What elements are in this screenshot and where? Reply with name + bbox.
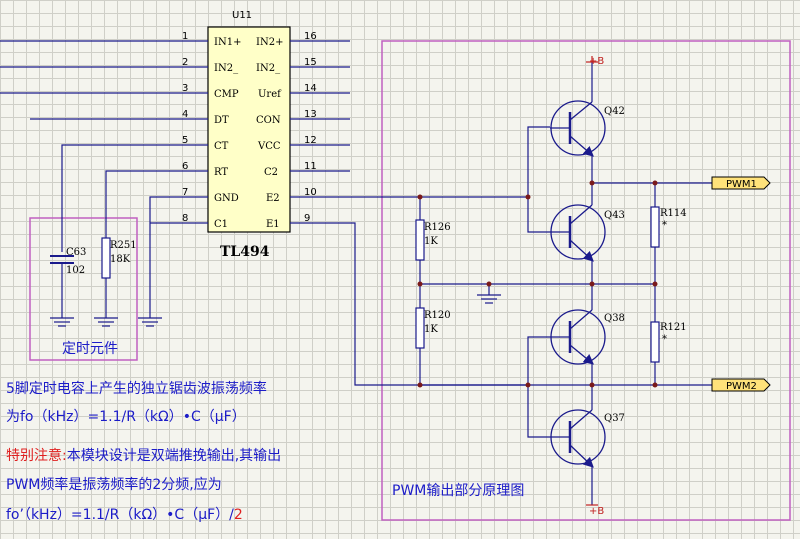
timing-components-box: [29, 217, 138, 361]
note-line-2: 为fo（kHz）=1.1/R（kΩ）•C（μF）: [6, 409, 246, 425]
timing-capacitor-c63: [50, 255, 74, 318]
q37-label: Q37: [604, 413, 625, 424]
pin-number: 8: [182, 213, 188, 224]
ic-right-pins: IN2+ 16 IN2_ 15 Uref 14 CON 13 VCC 12 C2…: [256, 31, 317, 230]
pin-number: 14: [304, 83, 317, 94]
pin-number: 10: [304, 187, 317, 198]
c63-ref: C63: [66, 247, 86, 258]
timing-resistor-r251: [101, 237, 111, 318]
pwm-resistors: [415, 206, 660, 363]
note-line-3: 特别注意:本模块设计是双端推挽输出,其输出: [6, 445, 281, 465]
ground-symbols: [50, 284, 501, 327]
note-warning-label: 特别注意:: [6, 448, 67, 464]
pin-name: C2: [264, 167, 278, 178]
q43-label: Q43: [604, 210, 625, 221]
r126-ref: R126: [424, 222, 451, 233]
pwm2-text: PWM2: [726, 381, 757, 392]
r120-ref: R120: [424, 310, 451, 321]
supply-top-label: +B: [589, 56, 604, 67]
pin-name: DT: [214, 115, 229, 126]
pin-number: 6: [182, 161, 188, 172]
r121-value: *: [662, 334, 667, 345]
pin-name: E1: [266, 219, 280, 230]
pin-name: IN2_: [256, 63, 280, 74]
pin-name: GND: [214, 193, 239, 204]
transistor-q37: [550, 409, 606, 468]
pin-number: 4: [182, 109, 188, 120]
pwm-stage-title: PWM输出部分原理图: [392, 483, 525, 499]
ic-ref-label: U11: [232, 10, 252, 21]
r121-body: [650, 321, 660, 363]
pin-name: CMP: [214, 89, 239, 100]
r126-value: 1K: [424, 236, 438, 247]
pwm1-net-label: PWM1: [711, 176, 771, 190]
pin-number: 15: [304, 57, 317, 68]
note-warning-text: 本模块设计是双端推挽输出,其输出: [66, 448, 282, 464]
pin-name: IN2+: [256, 37, 283, 48]
supply-top: [586, 56, 598, 63]
pin-name: E2: [266, 193, 280, 204]
c63-value: 102: [66, 265, 85, 276]
note-formula-divisor: 2: [233, 507, 243, 523]
note-line-1: 5脚定时电容上产生的独立锯齿波振荡频率: [6, 381, 267, 397]
pin-number: 2: [182, 57, 188, 68]
timing-box-label: 定时元件: [62, 341, 118, 357]
pin-name: VCC: [257, 141, 281, 152]
supply-bottom-label: +B: [589, 506, 604, 517]
pwm2-net-label: PWM2: [711, 378, 771, 392]
ic-left-pins: 1 IN1+ 2 IN2_ 3 CMP 4 DT 5 CT 6 RT 7 GND…: [182, 31, 241, 230]
note-line-5: fo’（kHz）=1.1/R（kΩ）•C（μF）/2: [6, 504, 243, 524]
transistor-q43: [550, 204, 606, 262]
q42-label: Q42: [604, 106, 625, 117]
r251-ref: R251: [110, 240, 137, 251]
r114-value: *: [662, 220, 667, 231]
r121-ref: R121: [660, 322, 687, 333]
r120-body: [415, 307, 425, 349]
pwm-stage-box: [381, 40, 791, 521]
pin-number: 5: [182, 135, 188, 146]
r120-value: 1K: [424, 324, 438, 335]
q38-label: Q38: [604, 313, 625, 324]
r114-body: [650, 206, 660, 248]
transistor-q42: [550, 100, 606, 157]
pin-number: 16: [304, 31, 317, 42]
ic-input-wires: [0, 40, 208, 318]
ic-output-wires: [290, 40, 528, 386]
pin-number: 3: [182, 83, 188, 94]
pin-number: 11: [304, 161, 317, 172]
pin-number: 1: [182, 31, 188, 42]
pin-name: IN2_: [214, 63, 238, 74]
r251-value: 18K: [110, 254, 131, 265]
pin-name: IN1+: [214, 37, 241, 48]
pin-number: 7: [182, 187, 188, 198]
pin-name: CON: [256, 115, 281, 126]
pin-name: CT: [214, 141, 229, 152]
note-line-4: PWM频率是振荡频率的2分频,应为: [6, 477, 222, 493]
transistor-q38: [550, 309, 606, 365]
tl494-ic-body: [207, 26, 291, 233]
note-formula: fo’（kHz）=1.1/R（kΩ）•C（μF）/: [6, 507, 234, 523]
pin-number: 9: [304, 213, 310, 224]
r126-body: [415, 219, 425, 261]
pwm1-text: PWM1: [726, 179, 757, 190]
pin-name: C1: [214, 219, 228, 230]
pin-name: Uref: [258, 89, 282, 100]
pin-number: 12: [304, 135, 317, 146]
r114-ref: R114: [660, 208, 687, 219]
pin-number: 13: [304, 109, 317, 120]
ic-part-label: TL494: [220, 244, 270, 260]
junction-dots: [417, 180, 658, 388]
pin-name: RT: [214, 167, 228, 178]
